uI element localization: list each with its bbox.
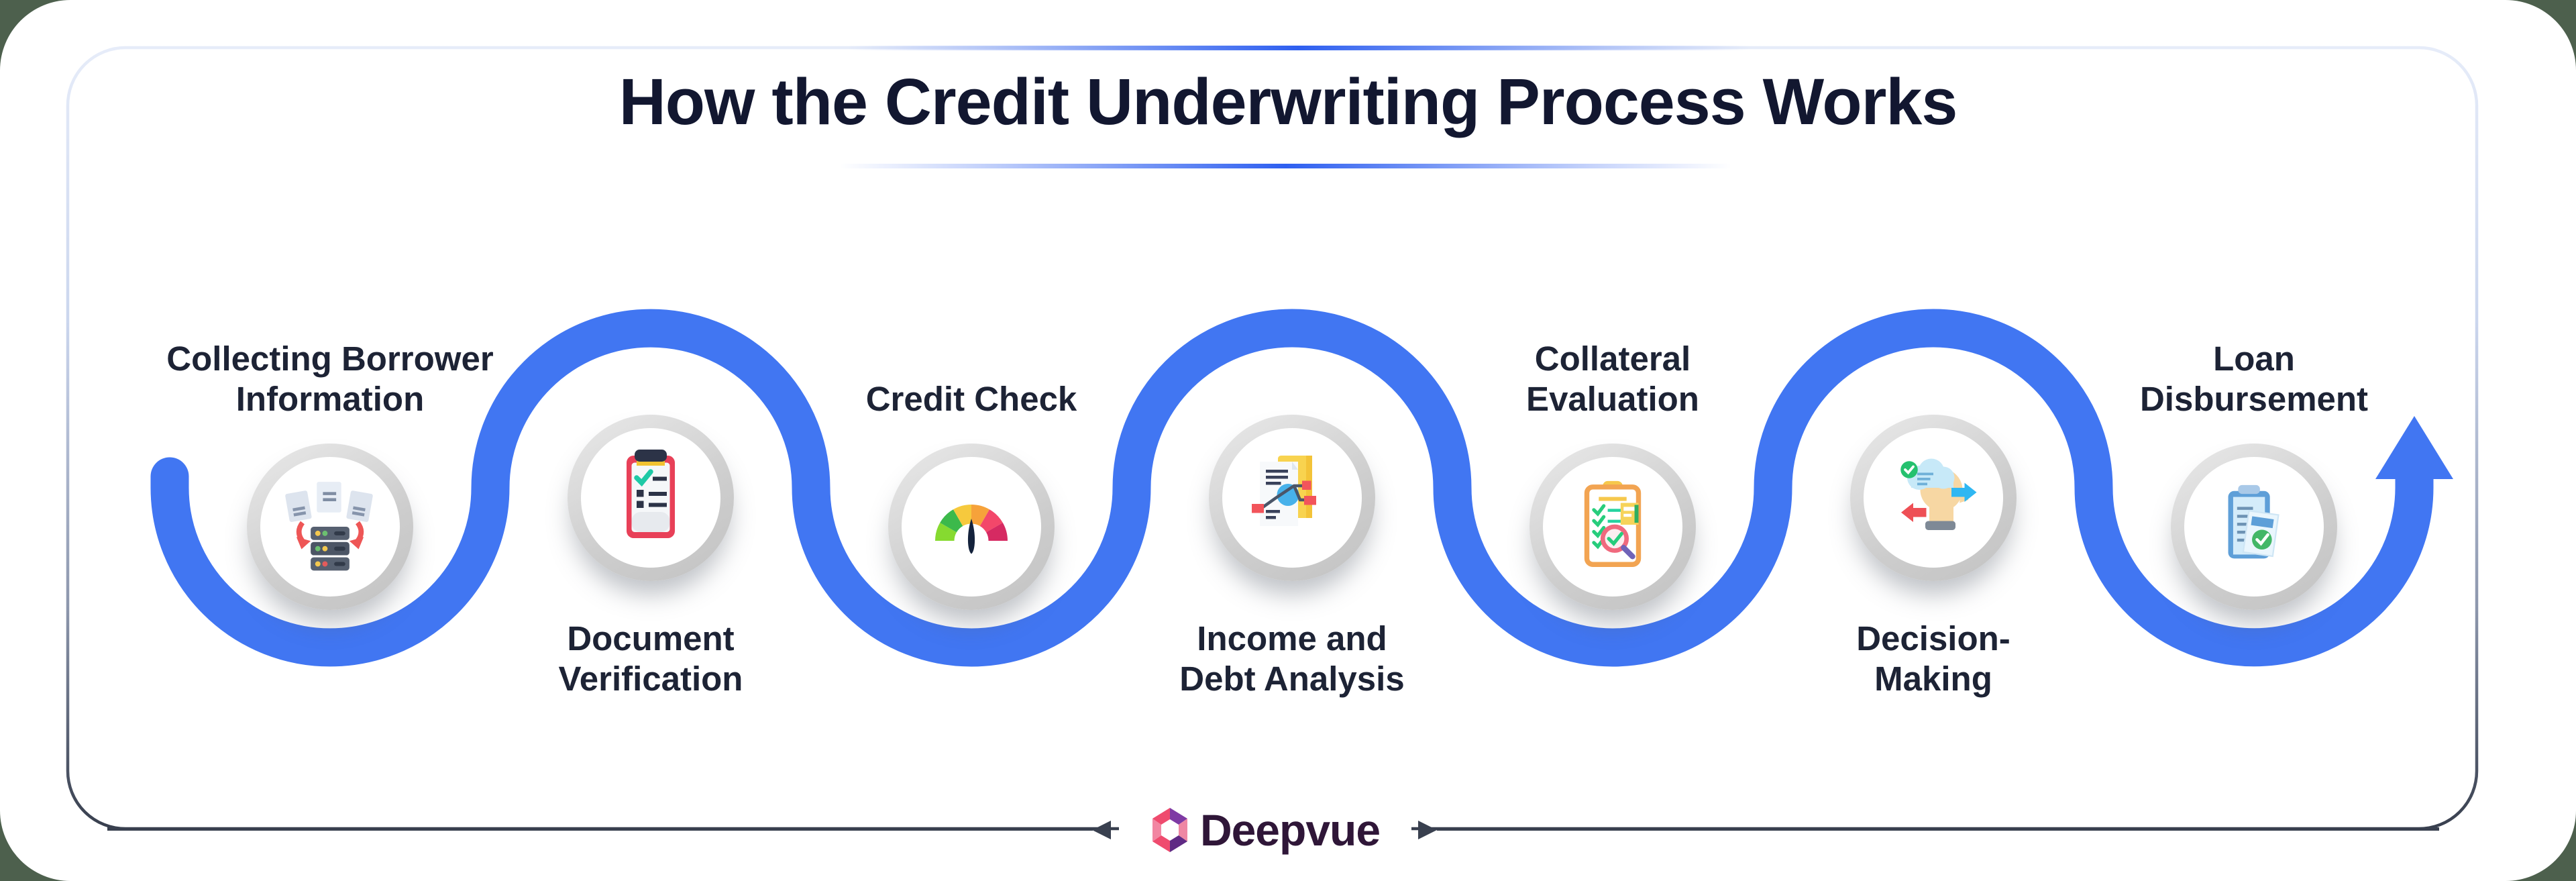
brand-wordmark: Deepvue	[1199, 805, 1381, 855]
process-wave	[150, 309, 2434, 667]
step-circle	[2171, 444, 2337, 610]
collateral-checklist-icon	[1584, 480, 1642, 567]
label-line: Loan	[2213, 340, 2295, 378]
documents-to-server-icon	[285, 482, 373, 571]
step-label-decision-making: Decision- Making	[1725, 619, 2141, 699]
step-circle	[247, 444, 413, 610]
step-circle	[1529, 444, 1696, 610]
footer-divider-line-right	[1437, 827, 2439, 831]
label-line: Evaluation	[1526, 380, 1699, 418]
wave-arrow-icon	[2375, 416, 2453, 479]
step-label-income-and-debt-analysis: Income and Debt Analysis	[1084, 619, 1500, 699]
deepvue-hexagon-icon	[1152, 808, 1187, 852]
step-circle	[568, 415, 734, 581]
clipboard-verification-icon	[627, 450, 675, 538]
title-underline	[839, 164, 1731, 168]
step-label-credit-check: Credit Check	[763, 379, 1179, 419]
loan-documents-icon	[2228, 484, 2279, 559]
step-circle	[1850, 415, 2017, 581]
left-arrowhead-icon	[1092, 821, 1111, 839]
step-circle	[1209, 415, 1375, 581]
decision-head-icon	[1900, 458, 1977, 530]
income-debt-analysis-icon	[1252, 456, 1316, 526]
label-line: Document	[567, 619, 735, 658]
label-line: Verification	[558, 660, 743, 698]
top-accent-line	[847, 46, 1749, 50]
right-arrowhead-icon	[1418, 821, 1437, 839]
label-line: Disbursement	[2139, 380, 2369, 418]
page-title: How the Credit Underwriting Process Work…	[619, 65, 1958, 138]
label-line: Collecting Borrower	[166, 340, 494, 378]
credit-score-gauge-icon	[935, 504, 1008, 554]
label-line: Debt Analysis	[1179, 660, 1405, 698]
step-label-collecting-borrower-information: Collecting Borrower Information	[122, 339, 538, 419]
step-label-document-verification: Document Verification	[443, 619, 859, 699]
label-line: Credit Check	[865, 380, 1077, 418]
label-line: Making	[1874, 660, 1992, 698]
step-label-loan-disbursement: Loan Disbursement	[2046, 339, 2462, 419]
label-line: Information	[235, 380, 425, 418]
label-line: Decision-	[1856, 619, 2010, 658]
label-line: Collateral	[1534, 340, 1691, 378]
step-label-collateral-evaluation: Collateral Evaluation	[1405, 339, 1821, 419]
brand-logo: Deepvue	[1119, 793, 1411, 867]
footer-divider-line-left	[107, 827, 1093, 831]
label-line: Income and	[1197, 619, 1387, 658]
step-circle	[888, 444, 1055, 610]
